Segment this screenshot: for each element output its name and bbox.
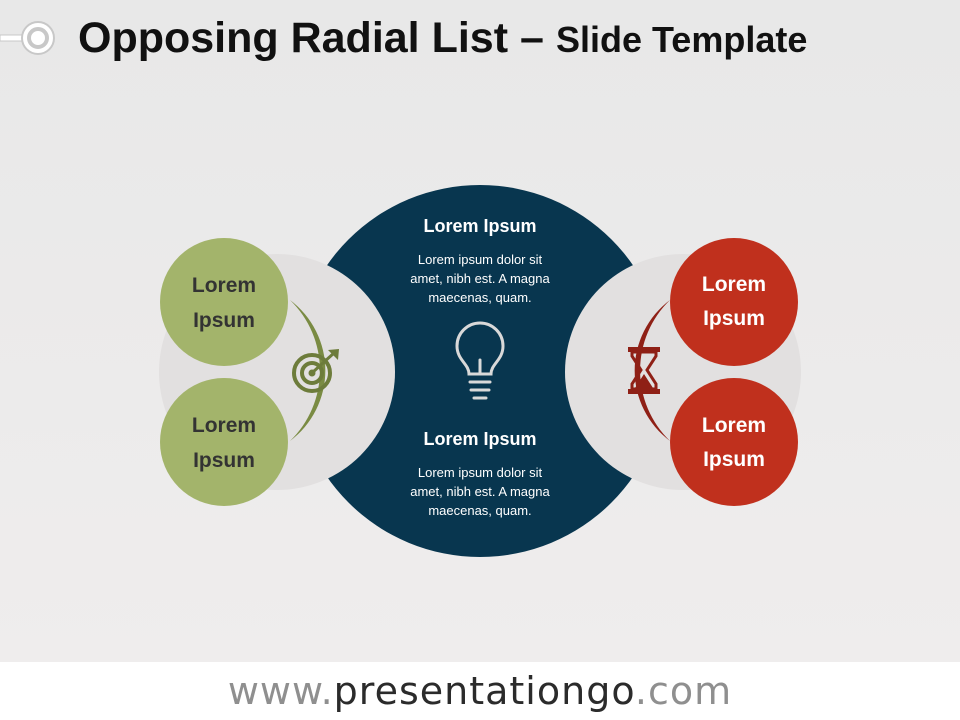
right-item-2-line2: Ipsum xyxy=(703,448,765,471)
left-crescent xyxy=(290,300,326,441)
hourglass-icon xyxy=(628,347,660,394)
right-circle-1 xyxy=(670,238,798,366)
title-separator: – xyxy=(520,14,544,62)
radial-diagram: Lorem Ipsum Lorem Ipsum Lorem Ipsum Lore… xyxy=(159,185,801,557)
center-top-heading: Lorem Ipsum xyxy=(423,216,536,236)
left-circle-1 xyxy=(160,238,288,366)
footer-url-suffix: .com xyxy=(634,669,733,713)
left-circle-2 xyxy=(160,378,288,506)
right-crescent xyxy=(634,300,670,441)
footer: www.presentationgo.com xyxy=(0,662,960,720)
right-circle-2 xyxy=(670,378,798,506)
left-item-1-line2: Ipsum xyxy=(193,309,255,332)
title-subtitle: Slide Template xyxy=(555,19,808,60)
left-item-1-line1: Lorem xyxy=(192,274,256,297)
center-top-body-3: maecenas, quam. xyxy=(428,290,531,305)
target-icon xyxy=(292,349,339,393)
center-bottom-body-2: amet, nibh est. A magna xyxy=(410,484,550,499)
center-bottom-heading: Lorem Ipsum xyxy=(423,429,536,449)
slide: Opposing Radial List – Slide Template Lo… xyxy=(0,0,960,662)
center-bottom-body-1: Lorem ipsum dolor sit xyxy=(418,465,543,480)
slide-title: Opposing Radial List – Slide Template xyxy=(78,14,807,70)
lightbulb-icon xyxy=(455,321,505,400)
footer-url[interactable]: www.presentationgo.com xyxy=(228,669,732,713)
left-item-2-line1: Lorem xyxy=(192,414,256,437)
logo-key-icon xyxy=(0,21,55,55)
center-top-body-1: Lorem ipsum dolor sit xyxy=(418,252,543,267)
right-item-2-line1: Lorem xyxy=(702,414,766,437)
footer-url-prefix: www. xyxy=(227,669,334,713)
right-item-1-line1: Lorem xyxy=(702,273,766,296)
footer-url-domain: presentationgo xyxy=(333,669,635,713)
right-item-1-line2: Ipsum xyxy=(703,307,765,330)
title-main: Opposing Radial List xyxy=(78,14,509,62)
center-bottom-body-3: maecenas, quam. xyxy=(428,503,531,518)
left-item-2-line2: Ipsum xyxy=(193,449,255,472)
center-top-body-2: amet, nibh est. A magna xyxy=(410,271,550,286)
